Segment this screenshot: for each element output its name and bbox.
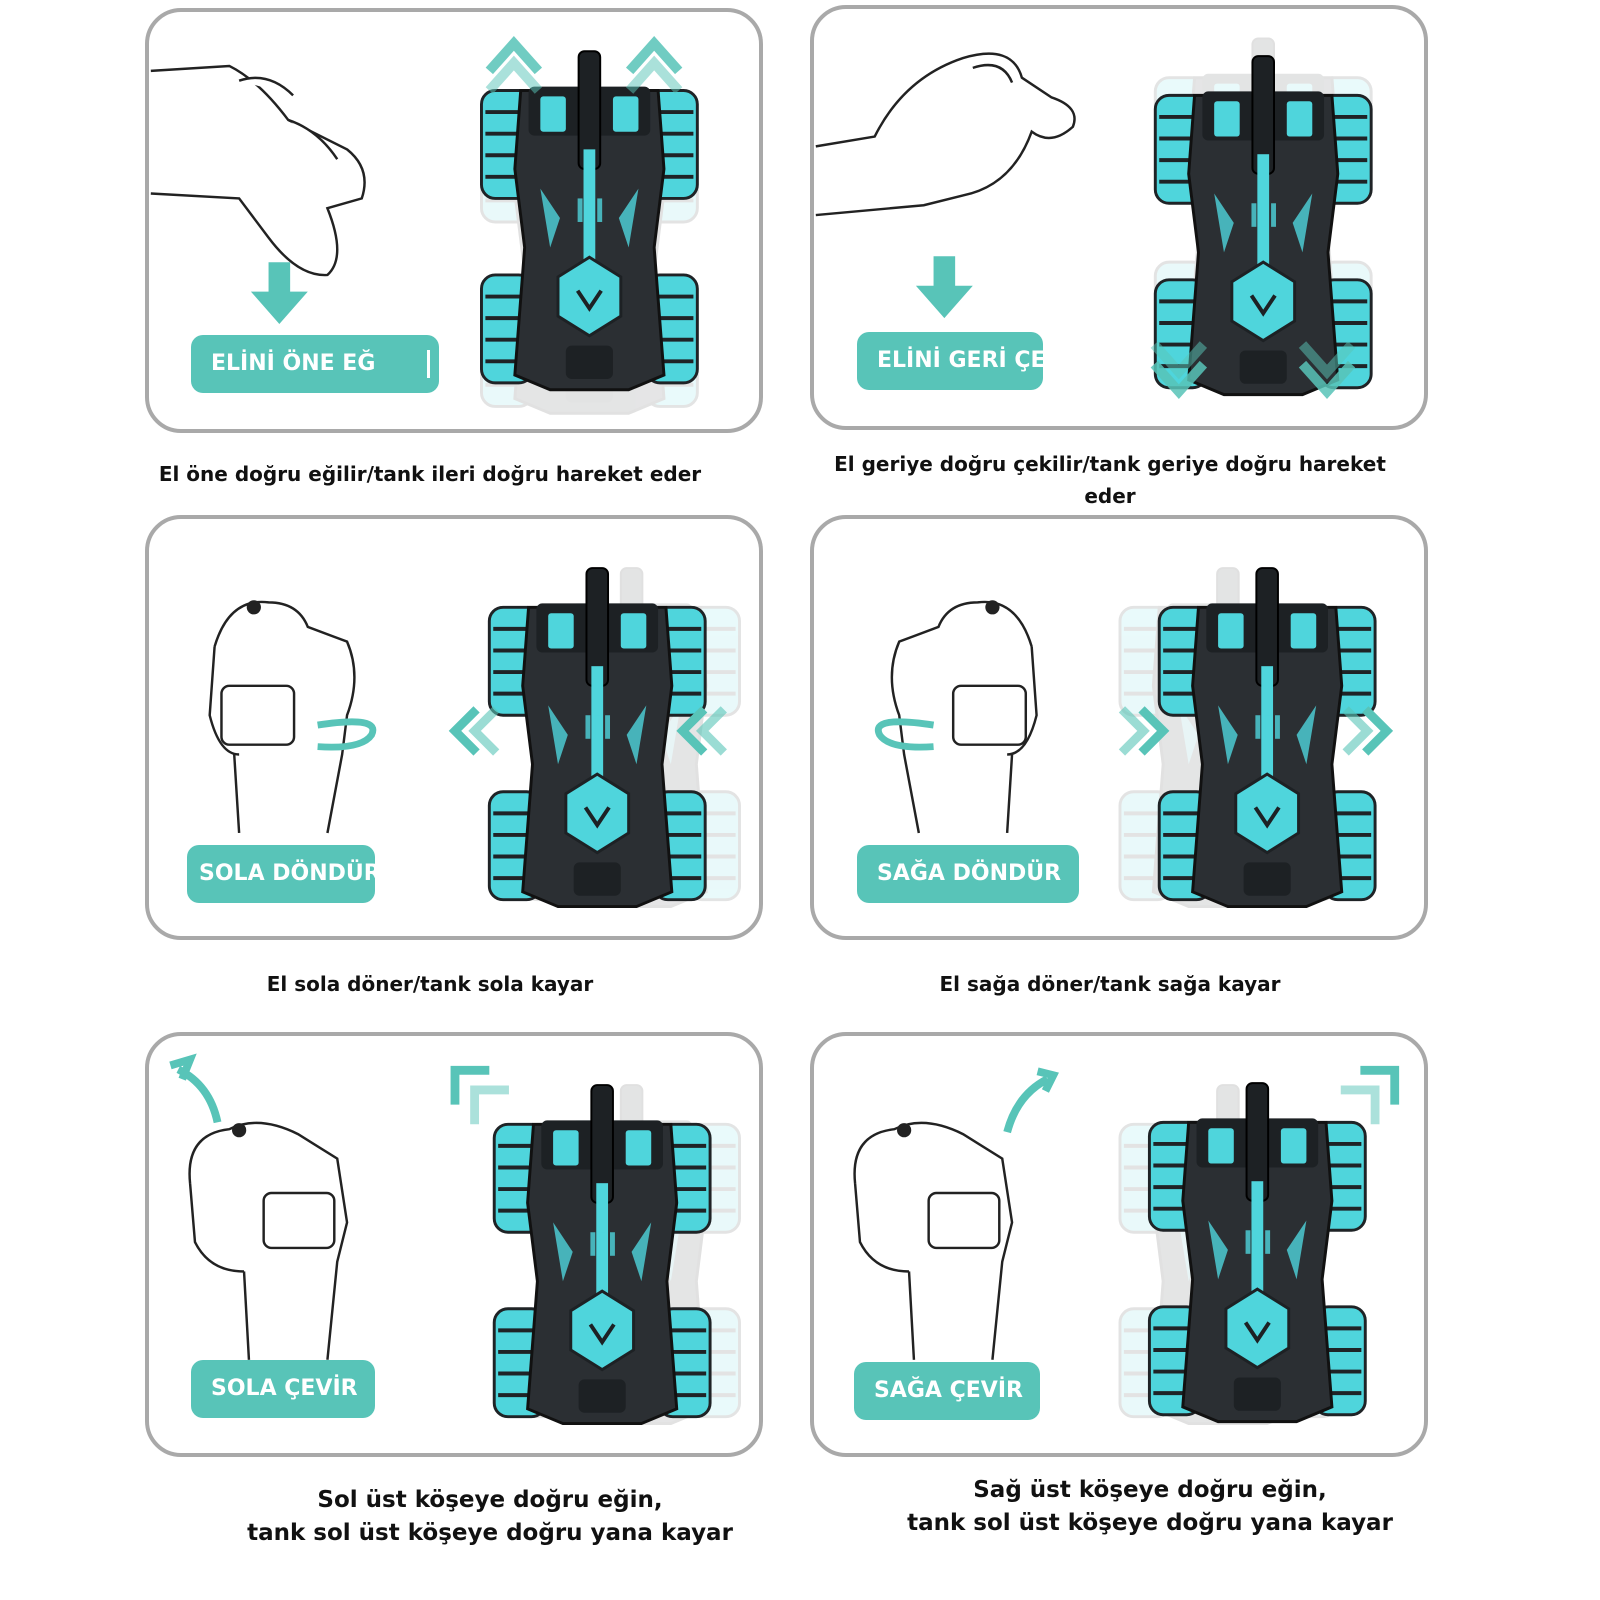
hand-pull-back-icon <box>815 52 1076 217</box>
label-text: SOLA DÖNDÜR <box>199 861 381 886</box>
label-text: SOLA ÇEVİR <box>211 1376 358 1401</box>
curved-arrow-icon <box>1003 1067 1059 1134</box>
rotate-arrow-icon <box>874 718 935 751</box>
label-pill: ELİNİ GERİ ÇEK <box>857 332 1063 390</box>
caption-upright: Sağ üst köşeye doğru eğin, tank sol üst … <box>860 1474 1440 1540</box>
caption-line: Sağ üst köşeye doğru eğin, <box>973 1477 1327 1503</box>
chevron-up-icon <box>485 36 683 94</box>
caption-line: El sola döner/tank sola kayar <box>266 972 594 996</box>
caption-line: Sol üst köşeye doğru eğin, <box>317 1487 663 1513</box>
arrow-down-icon <box>915 256 973 319</box>
label-text: SAĞA DÖNDÜR <box>877 861 1062 886</box>
caption-line: El sağa döner/tank sağa kayar <box>939 972 1281 996</box>
label-pill: SOLA ÇEVİR <box>191 1360 375 1418</box>
label-text: ELİNİ GERİ ÇEK <box>877 348 1063 373</box>
double-chevron-right-icon <box>1118 706 1394 756</box>
tank-image <box>1153 54 1374 397</box>
panel-upright: SAĞA ÇEVİR <box>810 1032 1428 1457</box>
wrist-watch-hand-icon <box>890 600 1038 834</box>
curved-arrow-icon <box>169 1053 222 1124</box>
panel-upleft: SOLA ÇEVİR <box>145 1032 763 1457</box>
caption-left: El sola döner/tank sola kayar <box>145 968 715 1000</box>
label-pill: SAĞA DÖNDÜR <box>857 845 1079 903</box>
caption-line: El geriye doğru çekilir/tank geriye doğr… <box>834 452 1386 508</box>
corner-up-right-icon <box>1340 1065 1400 1125</box>
panel-forward: ELİNİ ÖNE EĞ <box>145 8 763 433</box>
panel-right: SAĞA DÖNDÜR <box>810 515 1428 940</box>
arrow-down-icon <box>250 262 308 325</box>
caption-line: El öne doğru eğilir/tank ileri doğru har… <box>158 462 702 486</box>
hand-tilt-forward-icon <box>150 64 366 277</box>
fist-watch-icon <box>853 1121 1014 1360</box>
label-text: ELİNİ ÖNE EĞ <box>211 351 376 376</box>
corner-up-left-icon <box>450 1065 509 1125</box>
fist-watch-icon <box>188 1121 349 1360</box>
panel-left: SOLA DÖNDÜR <box>145 515 763 940</box>
caption-back: El geriye doğru çekilir/tank geriye doğr… <box>810 448 1410 512</box>
caption-line: tank sol üst köşeye doğru yana kayar <box>247 1520 733 1546</box>
rotate-arrow-icon <box>317 718 377 751</box>
label-pill: SOLA DÖNDÜR <box>187 845 381 903</box>
caption-upleft: Sol üst köşeye doğru eğin, tank sol üst … <box>200 1484 780 1550</box>
label-text: SAĞA ÇEVİR <box>874 1378 1023 1403</box>
text-cursor-mark <box>427 350 431 378</box>
panel-back: ELİNİ GERİ ÇEK <box>810 5 1428 430</box>
caption-right: El sağa döner/tank sağa kayar <box>810 968 1410 1000</box>
caption-line: tank sol üst köşeye doğru yana kayar <box>907 1510 1393 1536</box>
label-pill: SAĞA ÇEVİR <box>854 1362 1040 1420</box>
label-pill: ELİNİ ÖNE EĞ <box>191 335 439 393</box>
chevron-down-icon <box>1150 341 1356 400</box>
wrist-watch-hand-icon <box>208 600 356 834</box>
double-chevron-left-icon <box>448 706 727 756</box>
caption-forward: El öne doğru eğilir/tank ileri doğru har… <box>145 458 715 490</box>
